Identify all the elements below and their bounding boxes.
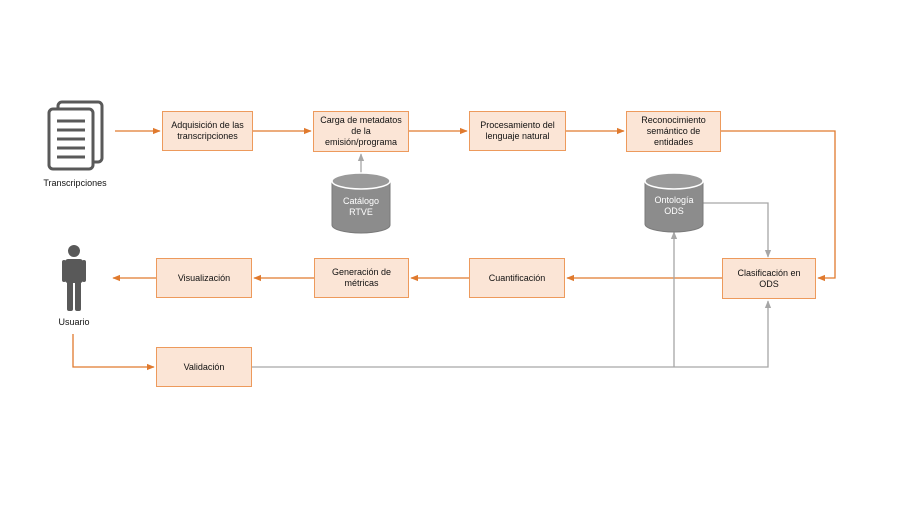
step-classification: Clasificación en ODS (722, 258, 816, 299)
catalog-database-label: Catálogo RTVE (342, 196, 380, 217)
step-nlp-label: Procesamiento del lenguaje natural (480, 120, 555, 141)
step-quantification-label: Cuantificación (488, 272, 546, 283)
ontology-database-shape (644, 172, 704, 233)
step-visualization: Visualización (156, 258, 252, 298)
transcripts-caption: Transcripciones (43, 178, 107, 188)
step-entity-recognition-label: Reconocimiento semántico de entidades (641, 115, 706, 147)
user-caption: Usuario (58, 317, 90, 327)
arrow-validation-to-classification (252, 300, 772, 368)
step-quantification: Cuantificación (469, 258, 565, 298)
step-acquisition: Adquisición de las transcripciones (162, 111, 253, 151)
step-validation-label: Validación (183, 361, 225, 372)
step-metadata-load-label: Carga de metadatos de la emisión/program… (320, 115, 402, 147)
arrow-ontology-to-classification (703, 202, 772, 258)
step-visualization-label: Visualización (177, 272, 231, 283)
documents-icon (47, 100, 104, 171)
ontology-database-label: Ontología ODS (654, 195, 694, 216)
arrow-user-to-validation (72, 334, 155, 371)
step-acquisition-label: Adquisición de las transcripciones (171, 120, 244, 141)
catalog-database-shape (331, 172, 391, 234)
arrow-ner-to-classification (721, 130, 836, 282)
step-classification-label: Clasificación en ODS (737, 267, 801, 289)
step-validation: Validación (156, 347, 252, 387)
catalog-database: Catálogo RTVE (331, 172, 391, 234)
user-icon (62, 245, 86, 311)
step-metrics-label: Generación de métricas (331, 267, 392, 288)
ontology-database: Ontología ODS (644, 172, 704, 233)
step-entity-recognition: Reconocimiento semántico de entidades (626, 111, 721, 152)
step-nlp: Procesamiento del lenguaje natural (469, 111, 566, 151)
step-metrics: Generación de métricas (314, 258, 409, 298)
step-metadata-load: Carga de metadatos de la emisión/program… (313, 111, 409, 152)
